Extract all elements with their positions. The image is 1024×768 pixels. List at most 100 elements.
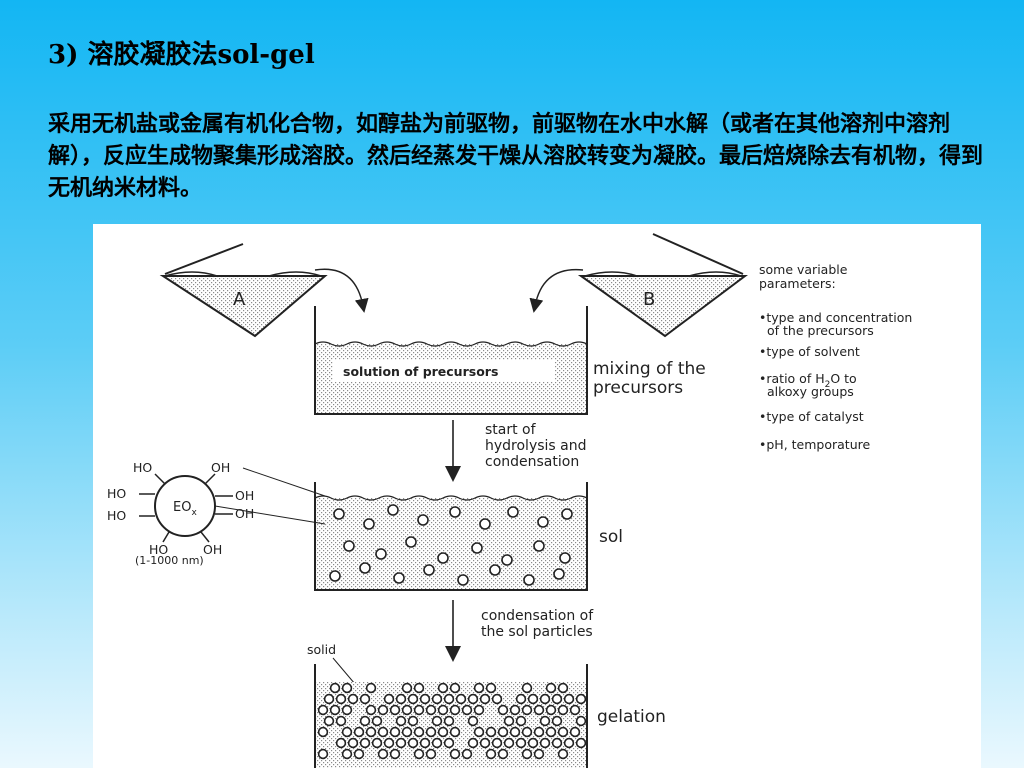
gel-particle	[539, 715, 551, 727]
beaker-gel	[314, 664, 588, 768]
gel-particle	[497, 704, 509, 716]
beaker-solution: solution of precursors	[314, 306, 588, 415]
particle-group-label: HO	[149, 542, 168, 557]
gel-particle	[437, 726, 449, 738]
gel-particle	[437, 682, 449, 694]
gel-particle	[389, 726, 401, 738]
solid-pointer	[332, 657, 356, 685]
gel-particle	[425, 726, 437, 738]
solution-label: solution of precursors	[343, 364, 498, 379]
gel-particle	[359, 737, 371, 749]
sol-particle	[489, 564, 501, 576]
gel-particle	[521, 748, 533, 760]
gel-particle	[443, 715, 455, 727]
gel-particle	[329, 704, 341, 716]
gel-particle	[401, 704, 413, 716]
gel-particle	[557, 748, 569, 760]
gel-particle	[515, 737, 527, 749]
arrow2-label-line1: condensation of	[481, 608, 594, 624]
gel-particle	[449, 726, 461, 738]
gel-particle	[485, 726, 497, 738]
gel-particle	[449, 682, 461, 694]
sol-particle	[375, 548, 387, 560]
gel-particle	[389, 704, 401, 716]
arrow1-label-line3: condensation	[485, 454, 579, 470]
gel-particle	[455, 693, 467, 705]
gel-particle	[473, 682, 485, 694]
gel-particle	[569, 726, 581, 738]
gel-particle	[521, 682, 533, 694]
gel-particle	[497, 748, 509, 760]
gel-particle	[515, 693, 527, 705]
gel-particle	[401, 726, 413, 738]
gel-particle	[317, 704, 329, 716]
param-ratio-line2: alkoxy groups	[767, 384, 854, 399]
gel-particle	[443, 693, 455, 705]
sol-particle	[501, 554, 513, 566]
gel-particle	[557, 704, 569, 716]
gel-particle	[467, 715, 479, 727]
stage-sol-label: sol	[599, 527, 623, 547]
sol-particle	[479, 518, 491, 530]
gel-particle	[341, 704, 353, 716]
gel-particle	[509, 726, 521, 738]
sol-gel-diagram: A B solution of precursors mixing of the…	[93, 224, 981, 768]
sol-particle	[405, 536, 417, 548]
gel-particle	[347, 737, 359, 749]
gel-particle	[407, 715, 419, 727]
gel-particle	[371, 715, 383, 727]
param-precursor-line2: of the precursors	[767, 323, 874, 338]
gel-particle	[473, 726, 485, 738]
pour-arrow-b	[529, 268, 584, 313]
gel-particle	[479, 693, 491, 705]
gel-particle	[509, 704, 521, 716]
gel-particle	[521, 704, 533, 716]
sol-particle	[387, 504, 399, 516]
gel-particle	[353, 726, 365, 738]
stage-gelation-label: gelation	[597, 707, 666, 727]
solid-label: solid	[307, 642, 336, 657]
sol-particles	[329, 504, 573, 586]
gel-particle	[563, 737, 575, 749]
funnel-b-label: B	[643, 289, 655, 310]
particle-core-label: EOx	[173, 500, 197, 518]
gel-particle	[521, 726, 533, 738]
arrow2-label-line2: the sol particles	[481, 624, 593, 640]
stage-mixing-label-line2: precursors	[593, 378, 683, 398]
gel-particle	[341, 682, 353, 694]
particle-group-label: OH	[235, 488, 254, 503]
sol-particle	[559, 552, 571, 564]
gel-particle	[389, 748, 401, 760]
param-ratio-line1: •ratio of H2O to	[759, 371, 857, 390]
sol-particle	[561, 508, 573, 520]
gel-particle	[527, 737, 539, 749]
gel-particle	[491, 693, 503, 705]
gel-particle	[545, 682, 557, 694]
gel-particle	[569, 704, 581, 716]
gel-particle	[365, 726, 377, 738]
gel-particle	[383, 693, 395, 705]
pour-arrow-a	[314, 268, 369, 313]
gel-particle	[527, 693, 539, 705]
sol-particle	[553, 568, 565, 580]
gel-particle	[425, 704, 437, 716]
gel-particle	[443, 737, 455, 749]
gel-network	[317, 682, 587, 760]
gel-particle	[479, 737, 491, 749]
gel-particle	[425, 748, 437, 760]
gel-particle	[533, 726, 545, 738]
gel-particle	[533, 748, 545, 760]
gel-particle	[413, 704, 425, 716]
funnel-a: A	[159, 243, 328, 338]
gel-particle	[503, 715, 515, 727]
gel-particle	[431, 737, 443, 749]
particle-group-label: OH	[203, 542, 222, 557]
gel-particle	[353, 748, 365, 760]
stage-mixing-label-line1: mixing of the	[593, 359, 706, 379]
sol-particle	[393, 572, 405, 584]
param-catalyst: •type of catalyst	[759, 409, 864, 424]
gel-particle	[413, 682, 425, 694]
gel-particle	[533, 704, 545, 716]
particle-detail: EOx HO OH HO OH HO OH HO OH (1-1000 nm)	[107, 460, 326, 567]
gel-particle	[329, 682, 341, 694]
